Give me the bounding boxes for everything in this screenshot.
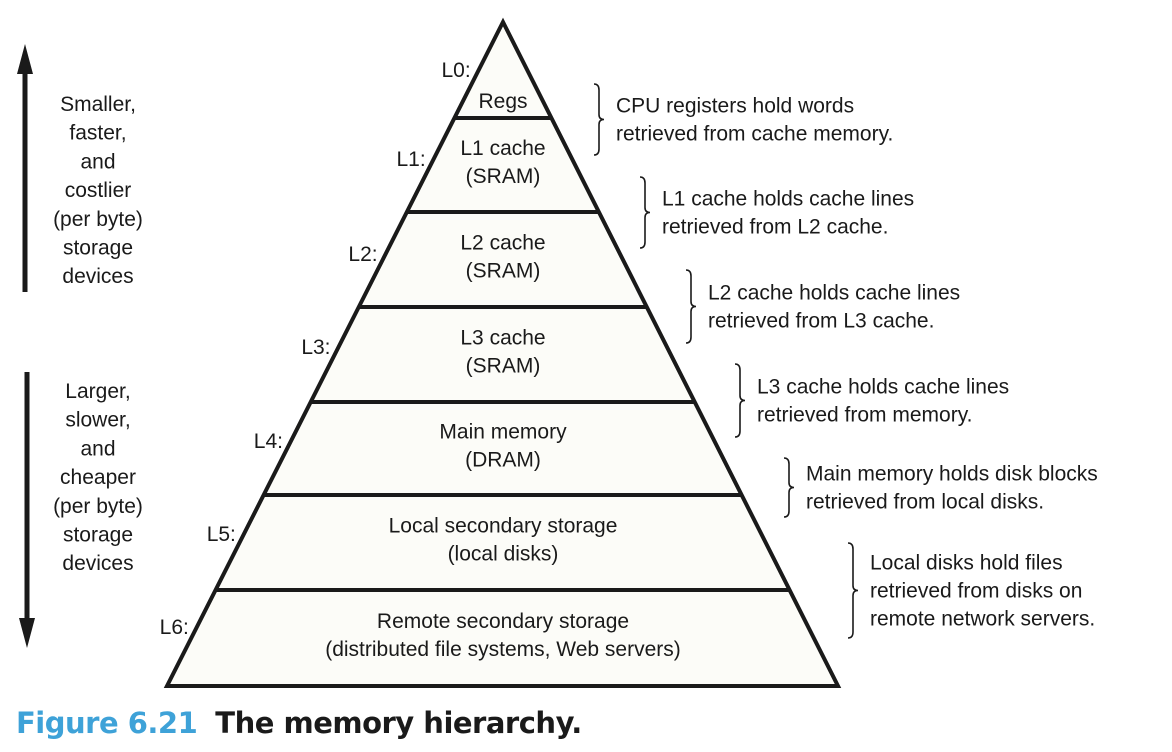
level-name-0: Regs <box>478 90 527 113</box>
side-label-line: slower, <box>65 409 130 432</box>
level-ids: L0: L1: L2: L3: L4: L5: L6: <box>160 59 471 639</box>
down-arrow-icon <box>19 372 35 648</box>
up-arrow-icon <box>17 44 33 292</box>
level-name-3: (SRAM) <box>466 355 541 378</box>
side-label-line: faster, <box>69 122 126 145</box>
level-name-5: Local secondary storage <box>389 515 618 538</box>
brace-icon <box>593 83 605 156</box>
level-note-2: retrieved from L3 cache. <box>708 310 934 333</box>
level-note-4: retrieved from local disks. <box>806 491 1044 514</box>
level-name-4: Main memory <box>439 421 567 444</box>
side-label-line: devices <box>62 265 133 288</box>
level-id-1: L1: <box>396 148 425 171</box>
level-note-2: L2 cache holds cache lines <box>708 282 960 305</box>
level-note-5: retrieved from disks on <box>870 580 1082 603</box>
level-name-3: L3 cache <box>460 327 545 350</box>
level-name-1: L1 cache <box>460 137 545 160</box>
side-label-larger-slower: Larger, slower, and cheaper (per byte) storag… <box>53 380 143 575</box>
side-label-line: (per byte) <box>53 208 143 231</box>
level-name-5: (local disks) <box>448 543 559 566</box>
side-label-line: and <box>80 150 115 173</box>
pyramid-outline <box>163 17 842 688</box>
side-label-line: costlier <box>65 179 132 202</box>
level-name-6: Remote secondary storage <box>377 610 629 633</box>
level-note-5: remote network servers. <box>870 608 1095 631</box>
level-notes: CPU registers hold words retrieved from c… <box>593 83 1098 639</box>
level-id-4: L4: <box>254 430 283 453</box>
level-id-5: L5: <box>207 523 236 546</box>
level-name-6: (distributed file systems, Web servers) <box>325 638 681 661</box>
level-id-3: L3: <box>301 336 330 359</box>
level-dividers <box>215 116 790 592</box>
level-note-3: L3 cache holds cache lines <box>757 376 1009 399</box>
side-label-line: Larger, <box>65 380 130 403</box>
level-note-4: Main memory holds disk blocks <box>806 463 1098 486</box>
level-name-1: (SRAM) <box>466 165 541 188</box>
level-id-2: L2: <box>348 243 377 266</box>
level-id-6: L6: <box>160 616 189 639</box>
figure-number: Figure 6.21 <box>16 706 198 740</box>
side-label-smaller-faster: Smaller, faster, and costlier (per byte) stor… <box>53 93 143 288</box>
level-name-4: (DRAM) <box>465 449 541 472</box>
level-name-2: (SRAM) <box>466 260 541 283</box>
side-label-line: cheaper <box>60 466 136 489</box>
brace-icon <box>685 269 697 344</box>
figure-title: The memory hierarchy. <box>215 706 582 740</box>
level-name-2: L2 cache <box>460 232 545 255</box>
figure-caption: Figure 6.21 The memory hierarchy. <box>16 706 582 740</box>
brace-icon <box>847 542 859 639</box>
level-id-0: L0: <box>442 59 471 82</box>
side-label-line: storage <box>63 524 133 547</box>
level-note-3: retrieved from memory. <box>757 404 973 427</box>
level-names: Regs L1 cache (SRAM) L2 cache (SRAM) L3 cache… <box>325 90 681 661</box>
brace-icon <box>783 457 795 518</box>
side-label-line: and <box>80 437 115 460</box>
side-label-line: Smaller, <box>60 93 136 116</box>
level-note-1: L1 cache holds cache lines <box>662 188 914 211</box>
brace-icon <box>639 176 651 249</box>
brace-icon <box>734 363 746 438</box>
level-note-0: CPU registers hold words <box>616 95 854 118</box>
level-note-5: Local disks hold files <box>870 552 1063 575</box>
level-note-0: retrieved from cache memory. <box>616 123 893 146</box>
side-label-line: devices <box>62 552 133 575</box>
side-label-line: storage <box>63 237 133 260</box>
side-label-line: (per byte) <box>53 495 143 518</box>
level-note-1: retrieved from L2 cache. <box>662 216 888 239</box>
